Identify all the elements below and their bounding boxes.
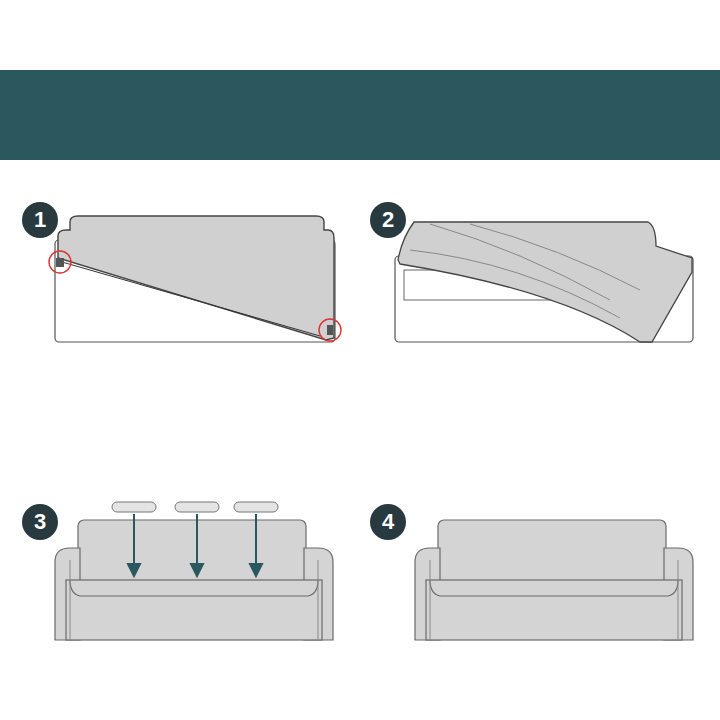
- panel-one-sofa: [49, 216, 341, 342]
- step-number: 3: [34, 511, 46, 533]
- panel-two-sofa: [395, 222, 693, 342]
- header-band: [0, 70, 720, 160]
- panel-four-sofa: [415, 520, 693, 640]
- step-number: 4: [382, 511, 394, 533]
- step-number-badge: 1: [22, 202, 58, 238]
- step-number-badge: 4: [370, 504, 406, 540]
- step-number: 2: [382, 209, 394, 231]
- step-number-badge: 3: [22, 504, 58, 540]
- panel-three-sofa: [55, 502, 333, 640]
- step-number: 1: [34, 209, 46, 231]
- step-number-badge: 2: [370, 202, 406, 238]
